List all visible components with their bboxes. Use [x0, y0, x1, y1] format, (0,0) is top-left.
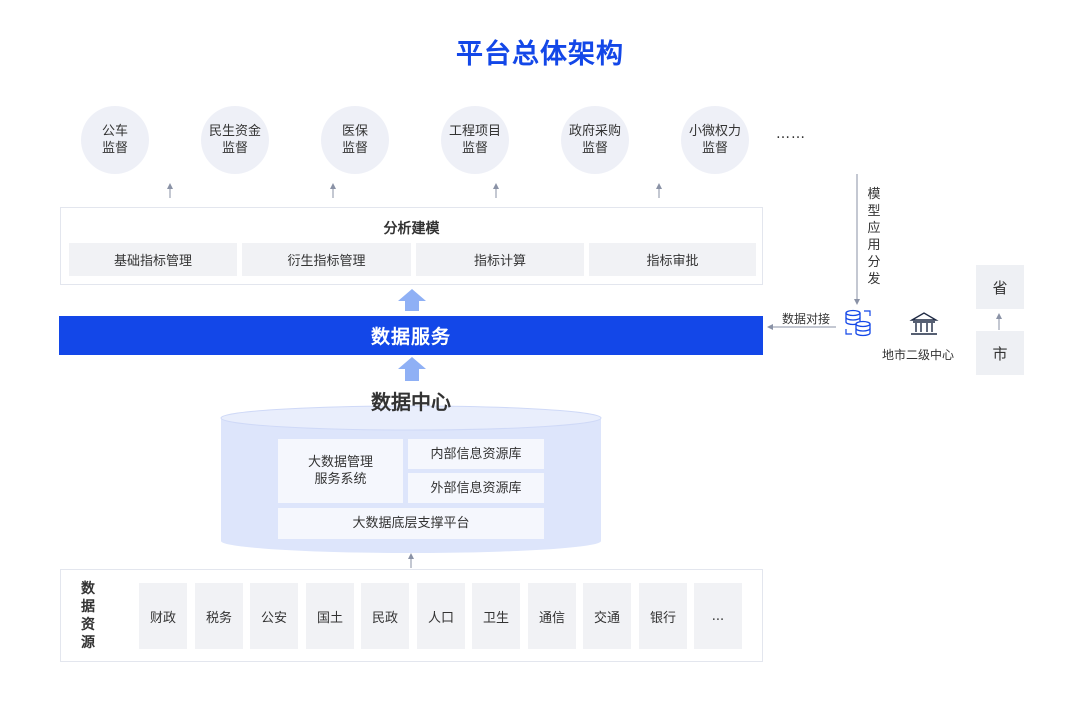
city-box: 市: [976, 331, 1024, 375]
data-center-title: 数据中心: [371, 390, 451, 414]
source-item-bank: 银行: [639, 583, 687, 649]
source-item-finance: 财政: [139, 583, 187, 649]
source-item-transport: 交通: [583, 583, 631, 649]
analysis-modeling-box: 分析建模 基础指标管理 衍生指标管理 指标计算 指标审批: [60, 207, 763, 285]
supervision-item-livelihood-funds: 民生资金 监督: [201, 106, 269, 174]
supervision-item-procurement: 政府采购 监督: [561, 106, 629, 174]
external-resource-db: 外部信息资源库: [408, 473, 544, 503]
source-item-more: ...: [694, 583, 742, 649]
supervision-item-public-car: 公车 监督: [81, 106, 149, 174]
supervision-item-medical-insurance: 医保 监督: [321, 106, 389, 174]
supervision-item-engineering: 工程项目 监督: [441, 106, 509, 174]
page-title: 平台总体架构: [456, 39, 624, 70]
data-service-bar: 数据服务: [59, 316, 763, 355]
supervision-more: ……: [776, 126, 806, 142]
analysis-item-index-calc: 指标计算: [416, 243, 584, 276]
analysis-item-index-approval: 指标审批: [589, 243, 756, 276]
government-building-icon: [909, 312, 939, 335]
source-item-tax: 税务: [195, 583, 243, 649]
supervision-item-micro-power: 小微权力 监督: [681, 106, 749, 174]
model-distribution-label: 模 型 应 用 分 发: [867, 187, 881, 287]
big-arrow-center-to-service: [398, 357, 426, 381]
analysis-item-basic-index: 基础指标管理: [69, 243, 237, 276]
analysis-item-derived-index: 衍生指标管理: [242, 243, 411, 276]
data-sources-box: 数据 资源 财政 税务 公安 国土 民政 人口 卫生 通信 交通 银行 ...: [60, 569, 763, 662]
internal-resource-db: 内部信息资源库: [408, 439, 544, 469]
big-arrow-service-to-analysis: [398, 289, 426, 311]
source-item-civil-affairs: 民政: [361, 583, 409, 649]
data-docking-label: 数据对接: [782, 312, 831, 326]
data-sources-title: 数据 资源: [81, 581, 95, 651]
source-item-public-security: 公安: [250, 583, 298, 649]
source-item-telecom: 通信: [528, 583, 576, 649]
source-item-population: 人口: [417, 583, 465, 649]
source-item-health: 卫生: [472, 583, 520, 649]
province-box: 省: [976, 265, 1024, 309]
city-center-label: 地市二级中心: [882, 348, 955, 362]
big-data-base-platform: 大数据底层支撑平台: [278, 508, 544, 539]
database-icon: [845, 309, 871, 337]
source-item-land: 国土: [306, 583, 354, 649]
big-data-management-system: 大数据管理 服务系统: [278, 439, 403, 503]
analysis-modeling-title: 分析建模: [383, 221, 440, 237]
